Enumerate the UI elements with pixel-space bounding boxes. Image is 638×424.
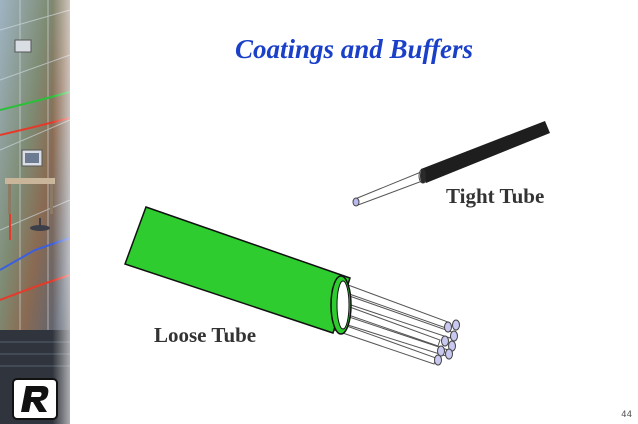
loose-tube-label: Loose Tube: [154, 323, 257, 347]
page-number: 44: [621, 410, 632, 420]
loose-tube-illustration: [124, 206, 460, 366]
loose-tube-jacket: [124, 206, 351, 334]
slide-title: Coatings and Buffers: [234, 34, 474, 64]
r-logo: [12, 378, 58, 420]
tight-tube-fiber-end: [352, 197, 360, 207]
tight-tube-jacket: [421, 121, 550, 183]
tight-tube-illustration: [352, 121, 550, 207]
loose-tube-fiber-ends: [434, 319, 460, 366]
tight-tube-label: Tight Tube: [446, 184, 545, 208]
office-network-illustration: [0, 0, 70, 424]
